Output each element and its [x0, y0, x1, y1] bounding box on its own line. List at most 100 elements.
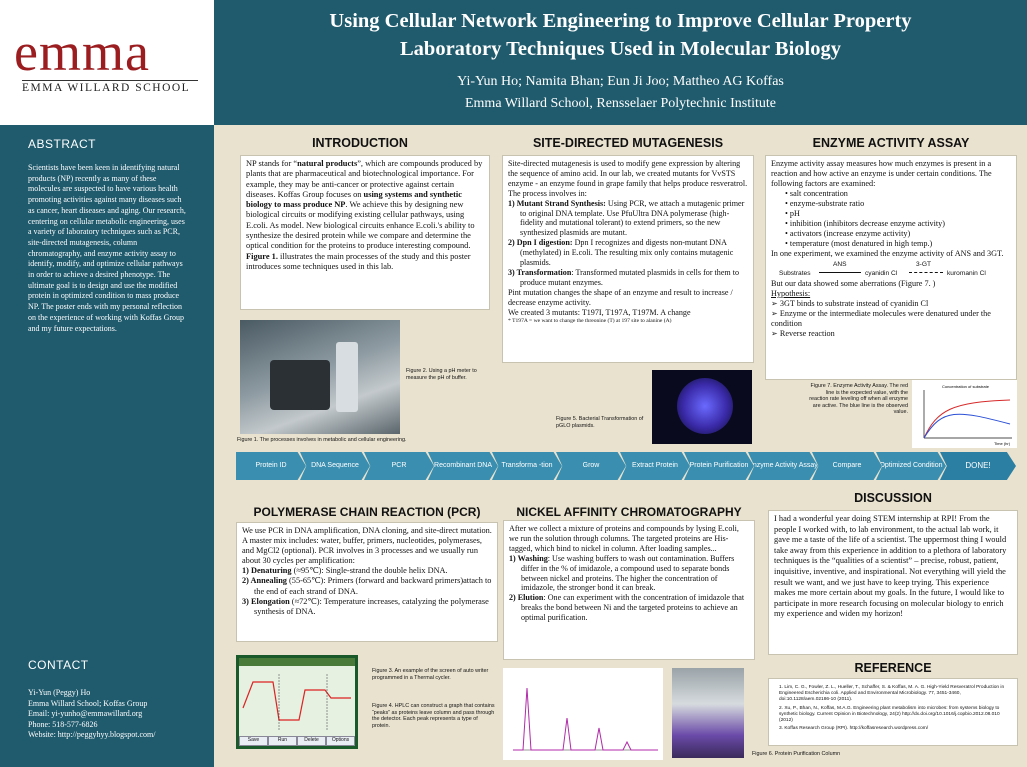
- eaa-factor-text: pH: [789, 209, 800, 218]
- flow-step: Transforma -tion: [492, 452, 562, 480]
- cycler-profile: [242, 681, 351, 721]
- beaker: [336, 342, 358, 412]
- sdm-step-head: Transformation: [516, 267, 572, 277]
- pcr-step-head: Denaturing: [251, 566, 292, 576]
- cycler-program-svg: [242, 674, 351, 730]
- reference-text: Koffas Research Group (RPI). http://koff…: [784, 726, 929, 732]
- enzyme-graph-svg: Concentration of substrate Time (hr): [923, 384, 1012, 446]
- pcr-step: 1) Denaturing (≈95℃): Single-strand the …: [242, 566, 448, 576]
- logo-rule: [22, 80, 198, 81]
- discussion-title: DISCUSSION: [854, 491, 932, 505]
- eaa-factor-text: temperature (most denatured in high temp…: [789, 239, 933, 248]
- screen-tab-delete[interactable]: Delete: [297, 736, 326, 746]
- fig1-caption: Figure 1. The processes involves in meta…: [237, 437, 407, 443]
- petri-dish: [677, 378, 733, 434]
- nac-title: NICKEL AFFINITY CHROMATOGRAPHY: [516, 505, 742, 519]
- intro-text-bold: natural products: [297, 159, 358, 168]
- sdm-outro: Pint mutation changes the shape of an en…: [508, 287, 733, 307]
- expected-line: [923, 399, 1011, 439]
- fig2-caption: Figure 2. Using a pH meter to measure th…: [406, 368, 477, 381]
- hypothesis-text: Enzyme or the intermediate molecules wer…: [771, 309, 991, 328]
- intro-fig-ref: Figure 1.: [246, 251, 278, 261]
- sdm-footnote: * T197A = we want to change the threonin…: [508, 317, 672, 324]
- intro-title: INTRODUCTION: [312, 136, 408, 150]
- intro-text: NP stands for “: [246, 159, 298, 168]
- rxn-cyanidin: cyanidin Cl: [865, 270, 898, 277]
- discussion-text: I had a wonderful year doing STEM intern…: [774, 514, 1007, 619]
- sdm-step-head: Dpn I digestion:: [516, 238, 573, 248]
- rxn-3gt: 3-GT: [916, 261, 932, 268]
- flow-step: PCR: [364, 452, 434, 480]
- sdm-step: 1) Mutant Strand Synthesis: Using PCR, w…: [508, 198, 745, 238]
- reference-text: Lim, C. G., Fowler, Z. L., Hueller, T., …: [779, 685, 1005, 703]
- contact-title: CONTACT: [28, 658, 89, 672]
- hypothesis: ➢ Enzyme or the intermediate molecules w…: [771, 309, 991, 328]
- authors: Yi-Yun Ho; Namita Bhan; Eun Ji Joo; Matt…: [457, 74, 784, 89]
- nac-step: 2) Elution: One can experiment with the …: [509, 593, 745, 623]
- pcr-step-head: Annealing: [250, 576, 287, 586]
- pcr-step-text: (≈72℃): Temperature increases, catalyzin…: [254, 596, 489, 616]
- contact-line: Yi-Yun (Peggy) Ho: [28, 688, 91, 697]
- pcr-step-text: (≈95℃): Single-strand the double helix D…: [291, 566, 448, 576]
- graph-xlabel: Time (hr): [994, 441, 1011, 446]
- rxn-arrow: [909, 272, 943, 273]
- reaction-scheme: Substrates ANS cyanidin Cl 3-GT kuromani…: [771, 259, 1011, 279]
- ph-meter-photo: [240, 320, 400, 434]
- eaa-factor: • pH: [785, 209, 800, 218]
- sdm-step: 2) Dpn I digestion: Dpn I recognizes and…: [508, 238, 734, 268]
- rxn-ans: ANS: [833, 261, 847, 268]
- abstract-text: Scientists have been keen in identifying…: [28, 163, 186, 333]
- hypothesis-text: Reverse reaction: [779, 329, 835, 338]
- flow-step: Optimized Condition: [876, 452, 946, 480]
- reference-item: 1. Lim, C. G., Fowler, Z. L., Hueller, T…: [779, 685, 1005, 703]
- nac-step-text: : One can experiment with the concentrat…: [521, 593, 745, 623]
- eaa-factor-text: salt concentration: [789, 189, 848, 198]
- abstract-title: ABSTRACT: [28, 137, 97, 151]
- intro-text: illustrates the main processes of the st…: [246, 251, 471, 271]
- pcr-step-text: (55-65℃): Primers (forward and backward …: [254, 576, 492, 596]
- screen-tab-run[interactable]: Run: [268, 736, 297, 746]
- thermal-cycler-screen: Save Run Delete Options: [236, 655, 358, 749]
- sdm-step-text: Using PCR, we attach a mutagenic primer …: [520, 198, 745, 238]
- nac-step-head: Washing: [517, 553, 548, 563]
- bacteria-photo: [652, 370, 752, 444]
- eaa-factor: • salt concentration: [785, 189, 848, 198]
- purification-column-photo: [672, 668, 744, 758]
- sdm-box: Site-directed mutagenesis is used to mod…: [502, 155, 754, 363]
- nac-step-text: : Use washing buffers to wash out contam…: [521, 553, 735, 593]
- school-logo: emma: [14, 22, 150, 82]
- fig3-caption: Figure 3. An example of the screen of au…: [372, 668, 489, 681]
- eaa-factor-text: enzyme-substrate ratio: [789, 199, 865, 208]
- screen-titlebar: [239, 658, 355, 666]
- rxn-substrates: Substrates: [779, 270, 811, 277]
- fig7-caption: Figure 7. Enzyme Activity Assay. The red…: [809, 383, 908, 416]
- flow-step-done: DONE!: [940, 452, 1016, 480]
- intro-text: . We achieve this by designing new biolo…: [246, 200, 475, 251]
- eaa-factor: • temperature (most denatured in high te…: [785, 239, 933, 248]
- fig5-caption: Figure 5. Bacterial Transformation of pG…: [556, 416, 644, 429]
- screen-tab-options[interactable]: Options: [326, 736, 355, 746]
- fig6-caption: Figure 6. Protein Purification Column: [752, 751, 841, 757]
- eaa-title: ENZYME ACTIVITY ASSAY: [812, 136, 970, 150]
- pcr-step: 3) Elongation (≈72℃): Temperature increa…: [242, 596, 489, 616]
- reference-text: Xu, P., Bhan, N., Koffas, M.A.G. Enginee…: [779, 705, 1000, 724]
- screen-tab-save[interactable]: Save: [239, 736, 268, 746]
- observed-line: [923, 413, 1011, 439]
- nac-step-head: Elution: [517, 593, 544, 603]
- flow-step: Grow: [556, 452, 626, 480]
- contact-info: Yi-Yun (Peggy) Ho Emma Willard School; K…: [28, 688, 198, 741]
- affiliation: Emma Willard School, Rensselaer Polytech…: [464, 96, 776, 111]
- hplc-graph: [503, 668, 663, 760]
- sidebar: [0, 125, 214, 767]
- hplc-peaks: [513, 687, 658, 751]
- hypothesis-title: Hypothesis:: [771, 289, 811, 298]
- sdm-step-text: Dpn I recognizes and digests non-mutant …: [520, 238, 734, 268]
- discussion-box: I had a wonderful year doing STEM intern…: [768, 510, 1018, 655]
- ph-meter-device: [270, 360, 330, 410]
- header-banner: [214, 0, 1027, 125]
- eaa-factor: • enzyme-substrate ratio: [785, 199, 865, 208]
- eaa-intro: Enzyme activity assay measures how much …: [771, 159, 992, 188]
- contact-line: Email: yi-yunho@emmawillard.org: [28, 709, 143, 718]
- eaa-aberration: But our data showed some aberrations (Fi…: [771, 279, 936, 288]
- nac-step: 1) Washing: Use washing buffers to wash …: [509, 553, 735, 593]
